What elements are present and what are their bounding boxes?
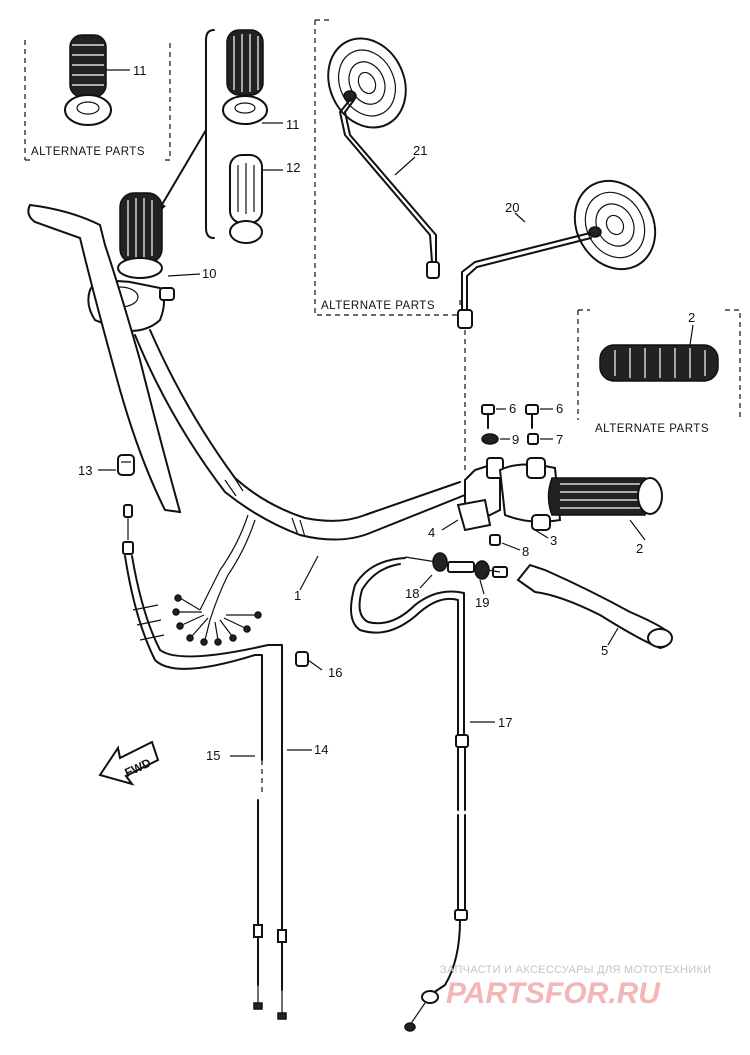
callout-20: 20 <box>505 200 519 215</box>
fwd-arrow: FWD <box>98 740 160 786</box>
callout-2b: 2 <box>636 541 643 556</box>
callout-10: 10 <box>202 266 216 281</box>
bolt-6-left <box>481 404 495 429</box>
grip-2-alt <box>599 344 719 382</box>
callout-7: 7 <box>556 432 563 447</box>
callout-11b: 11 <box>286 117 300 132</box>
mirror-21 <box>327 37 440 279</box>
brake-lever-5 <box>492 563 673 650</box>
callout-15: 15 <box>206 748 220 763</box>
clamp-13 <box>117 454 135 476</box>
mirror-20 <box>457 179 657 470</box>
callout-21: 21 <box>413 143 427 158</box>
callout-17: 17 <box>498 715 512 730</box>
cable-17 <box>350 557 469 1032</box>
watermark-brand: PARTSFOR.RU <box>446 977 661 1010</box>
washer-9 <box>481 433 499 445</box>
nut-7 <box>527 433 539 445</box>
callout-4: 4 <box>428 525 435 540</box>
callout-14: 14 <box>314 742 328 757</box>
left-lever <box>27 203 182 514</box>
callout-6b: 6 <box>556 401 563 416</box>
bolt-6-right <box>525 404 539 429</box>
wiring-harness <box>172 514 262 646</box>
alt-grip-right-box: 2 ALTERNATE PARTS <box>577 309 741 435</box>
throttle-cables-14-15 <box>122 504 287 1020</box>
callout-12: 12 <box>286 160 300 175</box>
callout-2a: 2 <box>688 310 695 325</box>
right-switch-housing <box>464 457 562 531</box>
grip-options-bracket: 11 12 <box>154 29 300 244</box>
grip-11-alt <box>64 34 112 126</box>
callout-3: 3 <box>550 533 557 548</box>
callout-6a: 6 <box>509 401 516 416</box>
alternate-parts-caption-grip-left: ALTERNATE PARTS <box>31 146 145 158</box>
alternate-parts-caption-mirrors: ALTERNATE PARTS <box>321 300 435 312</box>
callout-1: 1 <box>294 588 301 603</box>
adjuster-18-19 <box>404 552 501 580</box>
callout-16: 16 <box>328 665 342 680</box>
grip-12 <box>229 154 263 244</box>
alt-grip-left-box: 11 ALTERNATE PARTS <box>24 34 171 161</box>
right-grip-2 <box>547 477 663 516</box>
nut-8 <box>489 534 501 546</box>
grip-11 <box>222 29 268 125</box>
alternate-parts-caption-grip-right: ALTERNATE PARTS <box>595 423 709 435</box>
clip-16 <box>295 651 323 671</box>
handlebar-1 <box>134 329 466 541</box>
callout-8: 8 <box>522 544 529 559</box>
callout-11a: 11 <box>133 63 147 78</box>
callout-18: 18 <box>405 586 419 601</box>
callout-19: 19 <box>475 595 489 610</box>
callout-9: 9 <box>512 432 519 447</box>
bracket-4 <box>456 498 492 532</box>
callout-5: 5 <box>601 643 608 658</box>
alt-mirror-box: 21 ALTERNATE PARTS <box>314 19 461 316</box>
watermark-tagline: ЗАПЧАСТИ И АКСЕССУАРЫ ДЛЯ МОТОТЕХНИКИ <box>440 964 711 976</box>
callout-13: 13 <box>78 463 92 478</box>
